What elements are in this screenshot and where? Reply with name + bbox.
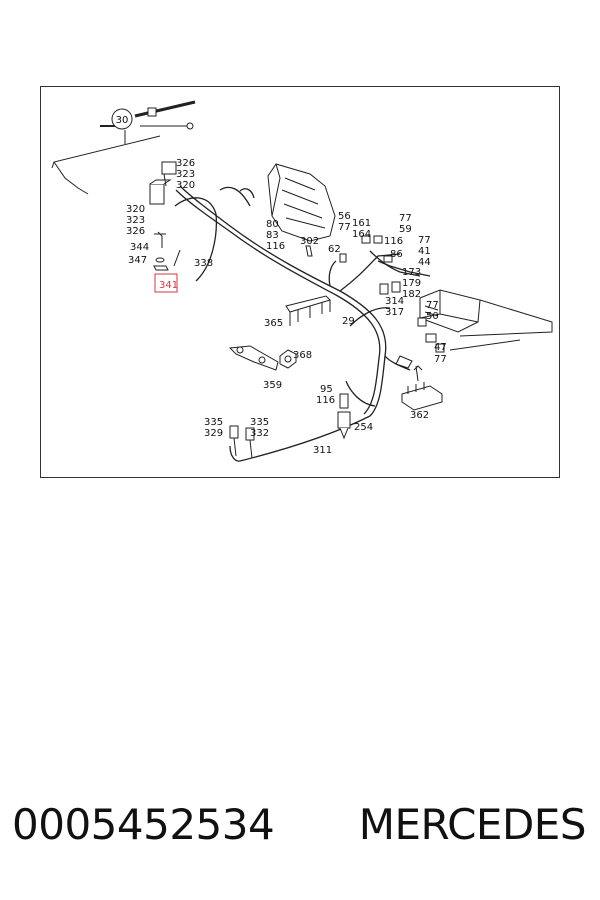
part-label: 80 xyxy=(266,219,279,230)
nut-368 xyxy=(279,349,297,369)
bracket-365 xyxy=(285,295,331,326)
part-label: 173 xyxy=(402,267,421,278)
part-label: 86 xyxy=(390,249,403,260)
part-label: 164 xyxy=(352,229,371,240)
part-label: 95 xyxy=(320,384,333,395)
callout-label-30: 30 xyxy=(116,115,129,126)
part-label: 332 xyxy=(250,428,269,439)
part-label: 83 xyxy=(266,230,279,241)
part-label: 329 xyxy=(204,428,223,439)
part-label: 116 xyxy=(266,241,285,252)
part-label: 77 xyxy=(418,235,431,246)
part-label: 182 xyxy=(402,289,421,300)
connectors-right xyxy=(339,235,445,382)
part-label: 77 xyxy=(426,300,439,311)
plugs-bottom-left xyxy=(229,425,255,459)
part-label: 326 xyxy=(126,226,145,237)
part-label: 335 xyxy=(204,417,223,428)
part-label: 365 xyxy=(264,318,283,329)
part-label: 323 xyxy=(126,215,145,226)
part-label: 326 xyxy=(176,158,195,169)
part-label: 335 xyxy=(250,417,269,428)
part-label: 359 xyxy=(263,380,282,391)
callout-circle-30 xyxy=(111,108,133,130)
part-number: 0005452534 xyxy=(12,800,275,849)
part-label: 62 xyxy=(328,244,341,255)
part-label: 254 xyxy=(354,422,373,433)
part-label: 29 xyxy=(342,316,355,327)
part-label: 368 xyxy=(293,350,312,361)
part-label: 347 xyxy=(128,255,147,266)
part-label: 116 xyxy=(384,236,403,247)
part-label: 344 xyxy=(130,242,149,253)
part-label: 77 xyxy=(338,222,351,233)
part-label: 302 xyxy=(300,236,319,247)
part-label: 317 xyxy=(385,307,404,318)
connector-254 xyxy=(337,393,351,440)
part-label: 77 xyxy=(434,354,447,365)
footer: 0005452534 MERCEDES xyxy=(0,800,600,862)
part-label: 50 xyxy=(426,311,439,322)
part-label: 320 xyxy=(176,180,195,191)
part-label: 179 xyxy=(402,278,421,289)
part-label: 362 xyxy=(410,410,429,421)
connector-362 xyxy=(401,382,443,411)
part-label: 311 xyxy=(313,445,332,456)
part-label: 161 xyxy=(352,218,371,229)
part-label: 56 xyxy=(338,211,351,222)
bracket-359 xyxy=(228,345,279,371)
part-label: 314 xyxy=(385,296,404,307)
connector-blocks-left xyxy=(149,161,177,271)
part-label: 320 xyxy=(126,204,145,215)
brand-name: MERCEDES xyxy=(358,800,587,849)
part-label: 116 xyxy=(316,395,335,406)
canister-302 xyxy=(267,163,336,257)
part-label: 77 xyxy=(399,213,412,224)
diagram-frame xyxy=(40,86,560,478)
part-label: 41 xyxy=(418,246,431,257)
part-label: 338 xyxy=(194,258,213,269)
main-harness xyxy=(174,185,431,462)
part-label: 47 xyxy=(434,342,447,353)
highlighted-part-label[interactable]: 341 xyxy=(159,280,178,291)
part-label: 59 xyxy=(399,224,412,235)
part-label: 323 xyxy=(176,169,195,180)
harness-item-30 xyxy=(51,100,196,195)
part-label: 44 xyxy=(418,257,431,268)
highlight-box-341 xyxy=(154,273,178,293)
